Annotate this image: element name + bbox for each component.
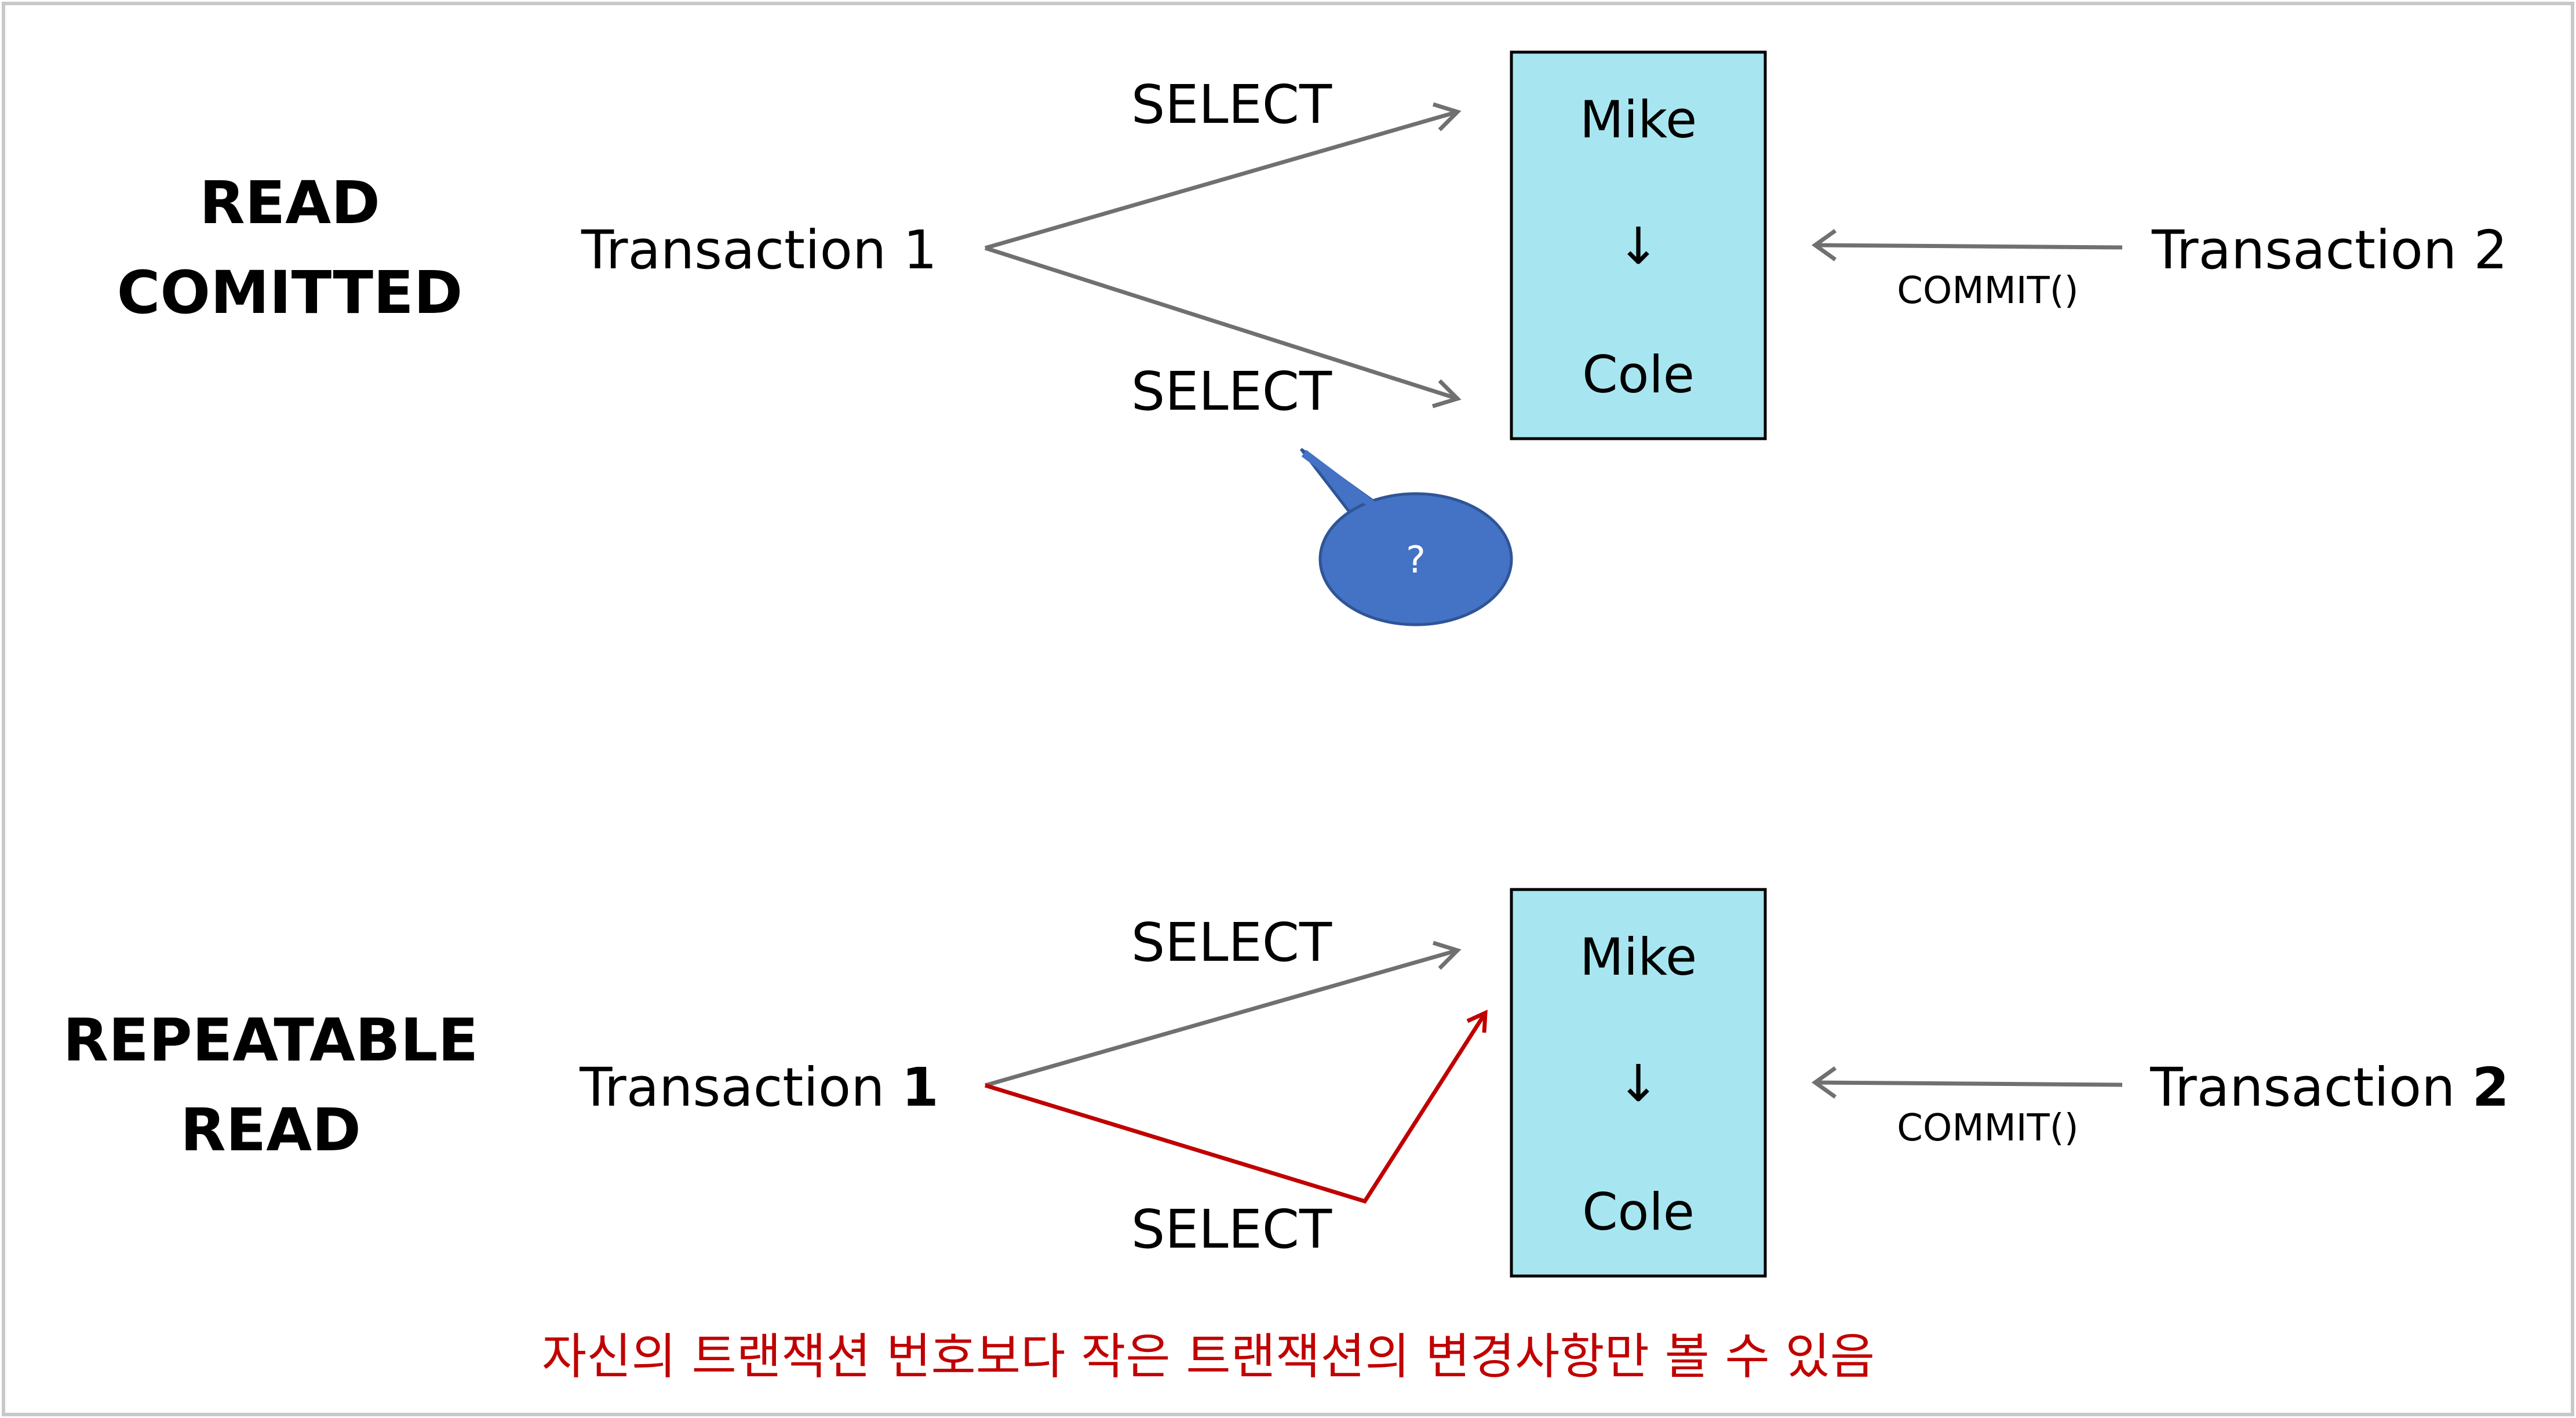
select-arrow-upper — [985, 948, 1458, 1088]
commit-arrow — [1815, 1080, 2123, 1087]
transaction-1-label: Transaction 1 — [579, 1056, 939, 1118]
speech-bubble-joint — [1301, 450, 1379, 511]
read-committed-section: READ COMITTED Transaction 1 SELECT SELEC… — [117, 50, 2508, 626]
new-value-text: Cole — [1582, 1182, 1695, 1242]
select-arrow-upper — [985, 110, 1458, 250]
record-value-box — [1510, 888, 1767, 1278]
snapshot-read-arrow — [984, 1012, 1487, 1204]
transaction-1-label: Transaction 1 — [581, 219, 937, 281]
down-arrow-icon: ↓ — [1617, 216, 1660, 276]
old-value-text: Mike — [1580, 927, 1697, 987]
record-value-box — [1510, 50, 1767, 440]
isolation-level-title-line2: READ — [180, 1096, 361, 1165]
select-label-upper: SELECT — [1131, 74, 1332, 136]
commit-arrow-head — [1811, 229, 1837, 261]
repeatable-read-section: REPEATABLE READ Transaction 1 SELECT SEL… — [63, 888, 2509, 1278]
commit-label: COMMIT() — [1897, 269, 2078, 312]
commit-arrow-head — [1811, 1066, 1837, 1099]
select-label-lower: SELECT — [1131, 1198, 1332, 1260]
select-arrow-upper-head — [1432, 102, 1462, 132]
select-arrow-upper-head — [1432, 941, 1462, 970]
speech-bubble — [1318, 492, 1513, 626]
transaction-2-label: Transaction 2 — [2151, 219, 2508, 281]
isolation-level-title-line2: COMITTED — [117, 258, 463, 327]
select-arrow-lower-head — [1431, 379, 1462, 409]
commit-label: COMMIT() — [1897, 1107, 2078, 1150]
snapshot-read-arrow-head — [1466, 1009, 1488, 1033]
question-mark-text: ? — [1406, 539, 1426, 582]
commit-arrow — [1815, 243, 2123, 250]
new-value-text: Cole — [1582, 345, 1695, 404]
select-label-lower: SELECT — [1131, 360, 1332, 422]
transaction-2-label: Transaction 2 — [2149, 1056, 2509, 1118]
select-label-upper: SELECT — [1131, 912, 1332, 974]
footer-note: 자신의 트랜잭션 번호보다 작은 트랜잭션의 변경사항만 볼 수 있음 — [542, 1328, 1875, 1385]
isolation-level-title-line1: REPEATABLE — [63, 1006, 479, 1075]
select-arrow-lower — [984, 246, 1459, 401]
isolation-level-title-line1: READ — [199, 169, 380, 238]
old-value-text: Mike — [1580, 90, 1697, 150]
down-arrow-icon: ↓ — [1617, 1054, 1660, 1113]
